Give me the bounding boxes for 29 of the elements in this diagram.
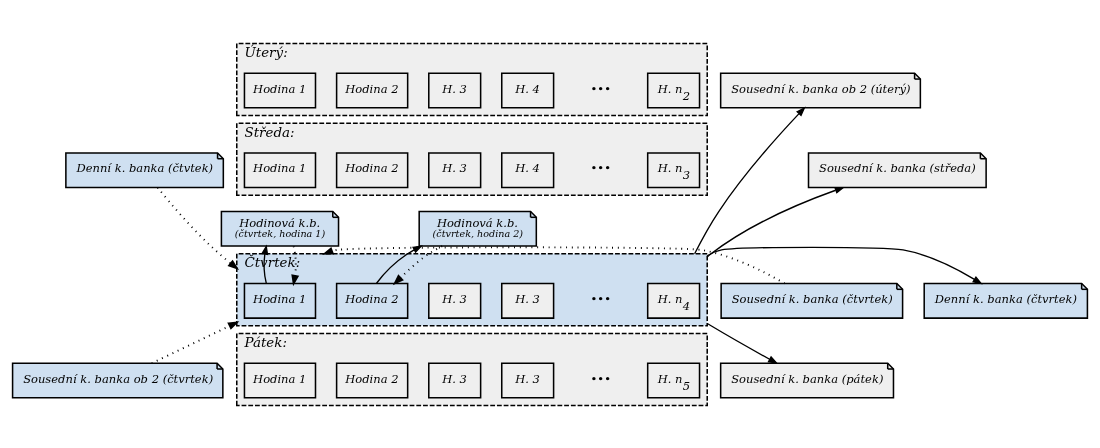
node-box: H. 3 bbox=[501, 361, 555, 399]
node-box: H. 3 bbox=[428, 361, 482, 399]
arrow bbox=[706, 246, 983, 285]
node-box: H. 4 bbox=[501, 151, 555, 188]
node-box: H. 3 bbox=[428, 72, 482, 109]
label: ••• bbox=[590, 291, 611, 306]
node-box: Hodina 2 bbox=[335, 361, 409, 399]
node-box: H. 3 bbox=[501, 282, 555, 319]
node-box: Hodina 1 bbox=[243, 72, 317, 109]
node-box: Hodina 2 bbox=[335, 72, 409, 109]
node-box: Hodina 1 bbox=[243, 282, 317, 319]
node-box: H. 3 bbox=[428, 151, 482, 188]
node-box: Hodina 1 bbox=[243, 361, 317, 399]
node-box: H. 4 bbox=[501, 72, 555, 109]
arrow bbox=[392, 244, 444, 285]
node-box: H. 3 bbox=[428, 282, 482, 319]
arrow bbox=[321, 245, 786, 284]
arrow bbox=[156, 186, 240, 270]
label: ••• bbox=[590, 81, 611, 96]
node-box: Hodina 1 bbox=[243, 151, 317, 188]
label: ••• bbox=[590, 160, 611, 175]
node-box: Hodina 2 bbox=[335, 151, 409, 188]
arrow bbox=[150, 320, 240, 364]
arrow bbox=[706, 322, 779, 364]
arrow bbox=[693, 106, 806, 254]
arrow bbox=[375, 244, 423, 284]
node-box: Hodina 2 bbox=[335, 282, 409, 319]
arrow bbox=[706, 186, 846, 258]
label: ••• bbox=[590, 371, 611, 386]
